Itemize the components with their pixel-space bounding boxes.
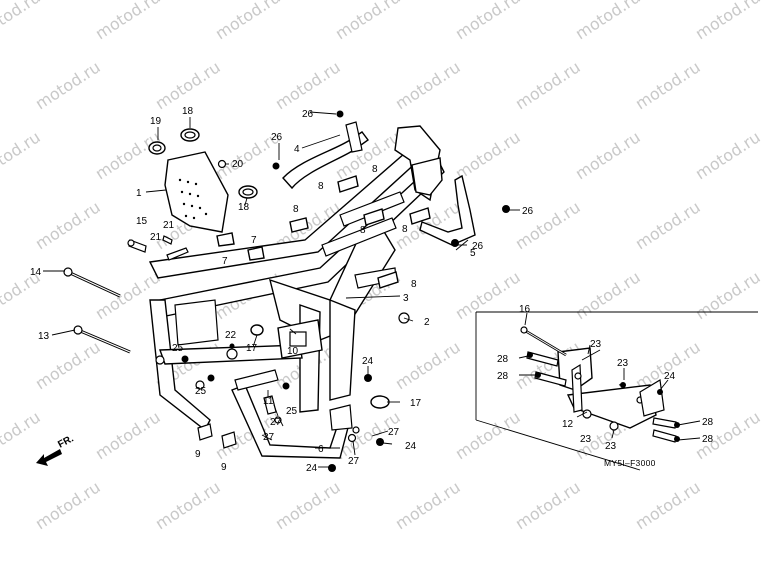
callout-27c: 27 [388,427,400,438]
callout-28b: 28 [497,371,509,382]
callout-28d: 28 [702,434,714,445]
callout-16: 16 [519,304,531,315]
callout-18b: 18 [238,202,250,213]
front-arrow-icon [36,449,62,466]
callout-11: 11 [263,396,274,407]
callout-28c: 28 [702,417,714,428]
callout-23b: 23 [617,358,629,369]
diagram-code: MY5I–F3000 [604,458,656,468]
inset-subassembly [475,311,758,471]
callout-26b: 26 [271,132,283,143]
callout-6: 6 [318,444,324,455]
callout-8b: 8 [293,204,299,215]
part-bracket-5 [419,174,476,246]
callout-8d: 8 [402,224,408,235]
callout-27b: 27 [263,432,275,443]
callout-24c: 24 [306,463,318,474]
callout-24b: 24 [405,441,417,452]
callout-24d: 24 [664,371,676,382]
callout-17b: 17 [410,398,422,409]
callout-25: 25 [172,343,184,354]
callout-7b: 7 [251,235,257,246]
callout-15: 15 [136,216,148,227]
callout-9: 9 [195,449,201,460]
callout-7: 7 [222,256,228,267]
part-cover-plate [164,151,229,233]
callout-23: 23 [590,339,602,350]
callout-13: 13 [38,331,50,342]
callout-12: 12 [562,419,574,430]
callout-8c: 8 [360,225,366,236]
callout-3: 3 [403,293,409,304]
callout-23d: 23 [605,441,617,452]
callout-23c: 23 [580,434,592,445]
callout-20: 20 [232,159,244,170]
callout-26c: 26 [522,206,534,217]
callout-4: 4 [294,144,300,155]
callout-26: 26 [302,109,314,120]
callout-17: 17 [246,343,258,354]
callout-14: 14 [30,267,42,278]
callout-25c: 25 [286,406,298,417]
callout-2: 2 [424,317,430,328]
front-direction-indicator: FR. [36,433,76,466]
part-rings [148,128,390,409]
main-frame [148,125,445,432]
callout-8: 8 [318,181,324,192]
callout-19: 19 [150,116,162,127]
callout-1: 1 [136,188,142,199]
leader-lines [43,111,701,468]
part-lower-bar [231,369,353,459]
part-rubber-blocks [216,175,431,289]
callout-18: 18 [182,106,194,117]
callout-10: 10 [287,346,299,357]
callout-28: 28 [497,354,509,365]
callout-labels: 1 2 3 4 5 6 7 7 8 8 8 8 8 8 9 9 10 11 12… [30,106,714,474]
bolts [63,110,680,472]
part-grab-rail [282,121,369,190]
callout-24: 24 [362,356,374,367]
callout-5: 5 [470,248,476,259]
callout-8e: 8 [411,279,417,290]
front-direction-label: FR. [56,433,76,450]
callout-21: 21 [163,220,175,231]
callout-25b: 25 [195,386,207,397]
callout-27: 27 [270,417,282,428]
callout-27d: 27 [348,456,360,467]
callout-8f: 8 [372,164,378,175]
callout-9b: 9 [221,462,227,473]
callout-26d: 26 [472,241,484,252]
callout-21b: 21 [150,232,162,243]
callout-22: 22 [225,330,237,341]
